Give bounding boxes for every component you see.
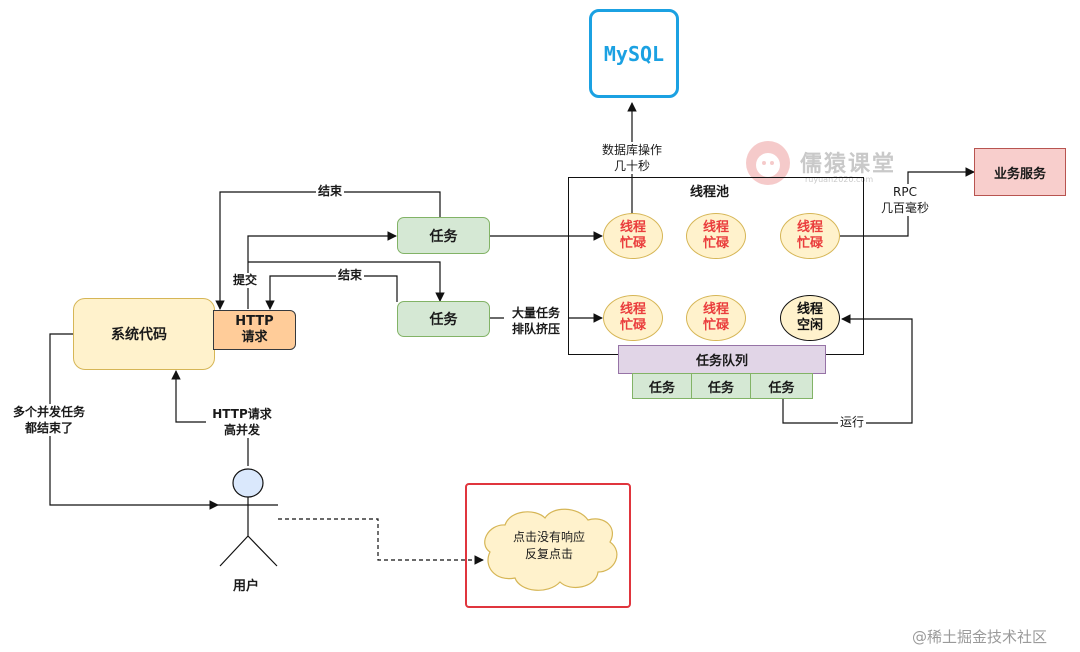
- thread-idle: 线程空闲: [780, 295, 840, 341]
- db-operation-label: 数据库操作 几十秒: [592, 142, 672, 174]
- run-arrow: [782, 314, 913, 424]
- watermark-logo: [746, 141, 790, 185]
- business-service-label: 业务服务: [993, 166, 1046, 182]
- red-frame: [465, 483, 631, 608]
- mysql-label: MySQL: [603, 41, 665, 66]
- db-op-line1: 数据库操作: [601, 143, 662, 157]
- run-label: 运行: [838, 415, 867, 430]
- all-done-label: 多个并发任务 都结束了: [4, 404, 94, 436]
- user-head: [232, 468, 264, 498]
- user-label: 用户: [233, 579, 260, 594]
- end-label-second: 结束: [336, 268, 365, 283]
- rpc-line2: 几百毫秒: [880, 201, 929, 215]
- mysql-box: MySQL: [589, 9, 679, 98]
- thread-busy-3: 线程忙碌: [780, 213, 840, 259]
- task-box-1: 任务: [397, 217, 490, 254]
- footer-watermark: @稀土掘金技术社区: [912, 628, 1048, 646]
- system-code-box: 系统代码: [73, 298, 215, 370]
- cloud-text: 点击没有响应 反复点击: [512, 530, 585, 561]
- user-figure: [218, 497, 278, 567]
- end-arrow-second: [265, 275, 398, 310]
- task-box-2: 任务: [397, 301, 490, 337]
- db-op-line2: 几十秒: [613, 159, 650, 173]
- queue-task-3: 任务: [750, 373, 813, 399]
- queue-task-2: 任务: [691, 373, 751, 399]
- mass-tasks-label: 大量任务 排队挤压: [504, 305, 568, 337]
- rpc-line1: RPC: [893, 185, 917, 199]
- task-queue-label: 任务队列: [695, 354, 748, 369]
- rpc-label: RPC 几百毫秒: [870, 184, 940, 216]
- thread-busy-1: 线程忙碌: [603, 213, 663, 259]
- dashed-arrow: [278, 518, 484, 565]
- cloud-shape: [484, 508, 618, 591]
- queue-task-1: 任务: [632, 373, 692, 399]
- thread-busy-2: 线程忙碌: [686, 213, 746, 259]
- submit-to-task2: [248, 261, 445, 302]
- watermark-text: 儒猿课堂: [800, 152, 897, 177]
- submit-label: 提交: [231, 273, 260, 288]
- task-queue-box: 任务队列: [618, 345, 826, 374]
- watermark-subtext: ruyuan2020.com: [805, 175, 874, 184]
- http-request-box: HTTP 请求: [213, 310, 296, 350]
- system-code-label: 系统代码: [111, 327, 167, 343]
- business-service-box: 业务服务: [974, 148, 1066, 196]
- thread-pool-label: 线程池: [690, 185, 730, 200]
- thread-busy-5: 线程忙碌: [686, 295, 746, 341]
- thread-busy-4: 线程忙碌: [603, 295, 663, 341]
- end-label-top: 结束: [316, 184, 345, 199]
- http-concurrency-label: HTTP请求 高并发: [206, 406, 278, 438]
